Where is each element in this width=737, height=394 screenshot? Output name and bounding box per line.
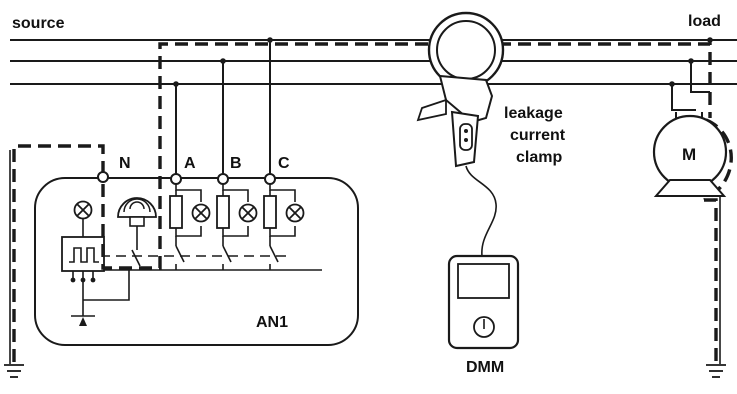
clamp-cable bbox=[465, 165, 497, 257]
ground-icon bbox=[706, 364, 726, 378]
ground-icon bbox=[4, 364, 24, 378]
load-label: load bbox=[688, 13, 721, 30]
terminal-a-label: A bbox=[184, 155, 196, 172]
terminal-a bbox=[170, 173, 182, 185]
motor-label: M bbox=[682, 145, 696, 164]
resistor-a bbox=[169, 195, 183, 229]
leakage-path bbox=[12, 42, 733, 362]
resistor-c bbox=[263, 195, 277, 229]
terminal-c-label: C bbox=[278, 155, 290, 172]
test-button-icon bbox=[71, 306, 95, 326]
terminal-n bbox=[97, 171, 109, 183]
terminal-b-label: B bbox=[230, 155, 242, 172]
multimeter-icon bbox=[447, 254, 520, 350]
resistor-b bbox=[216, 195, 230, 229]
clamp-label-line2: current bbox=[510, 127, 566, 144]
lamp-icon bbox=[285, 203, 305, 223]
device-label: AN1 bbox=[256, 314, 288, 331]
clamp-meter-icon bbox=[416, 11, 505, 168]
phase-c-branch bbox=[263, 184, 296, 246]
lamp-icon bbox=[238, 203, 258, 223]
siren-icon bbox=[117, 197, 157, 250]
phase-a-branch bbox=[169, 184, 202, 246]
supply-lines bbox=[10, 39, 737, 85]
motor-icon bbox=[652, 112, 728, 197]
terminal-b bbox=[217, 173, 229, 185]
terminal-n-label: N bbox=[119, 155, 131, 172]
contacts bbox=[131, 245, 279, 270]
terminal-c bbox=[264, 173, 276, 185]
meter-label: DMM bbox=[466, 359, 504, 376]
source-label: source bbox=[12, 15, 65, 32]
pulse-relay-icon bbox=[61, 236, 105, 272]
phase-drops bbox=[173, 37, 273, 174]
phase-b-branch bbox=[216, 184, 249, 246]
clamp-label-line3: clamp bbox=[516, 149, 562, 166]
lamp-icon bbox=[191, 203, 211, 223]
lamp-icon bbox=[73, 200, 93, 220]
an1-enclosure bbox=[34, 177, 359, 346]
clamp-label-line1: leakage bbox=[504, 105, 563, 122]
motor-feed bbox=[669, 37, 713, 111]
